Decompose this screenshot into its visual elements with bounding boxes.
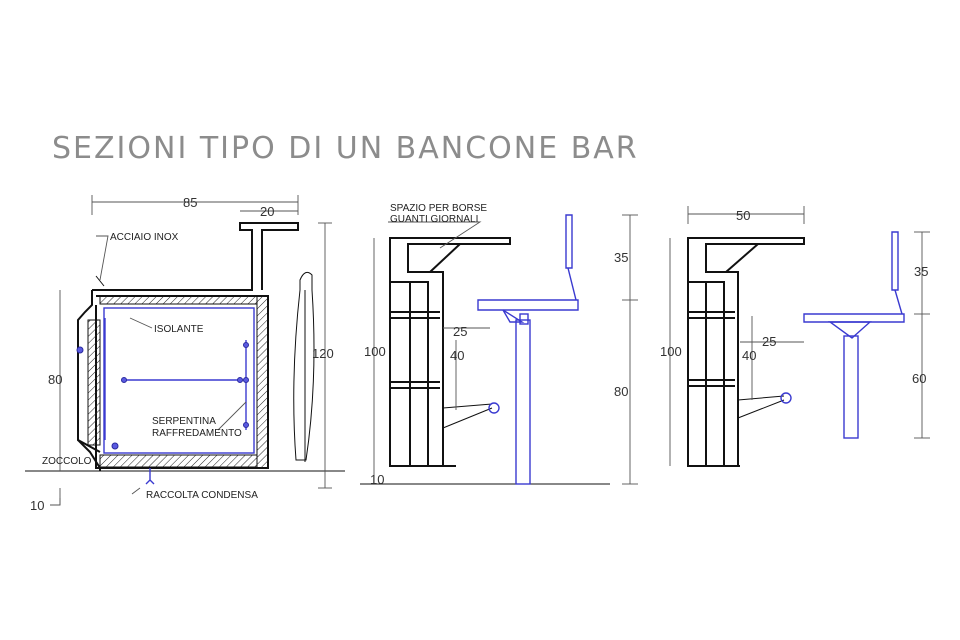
label-raccolta-condensa: RACCOLTA CONDENSA <box>146 490 258 501</box>
label-spazio-borse: SPAZIO PER BORSE <box>390 203 487 214</box>
dim-height-100: 100 <box>660 344 682 359</box>
dim-inner-80: 80 <box>48 372 62 387</box>
dim-base-10: 10 <box>30 498 44 513</box>
dim-top-35: 35 <box>614 250 628 265</box>
dim-base-10: 10 <box>370 472 384 487</box>
dim-width-85: 85 <box>183 195 197 210</box>
dim-height-100: 100 <box>364 344 386 359</box>
drawing-title: SEZIONI TIPO DI UN BANCONE BAR <box>52 131 639 166</box>
dim-footrest-gap-25: 25 <box>453 324 467 339</box>
label-zoccolo: ZOCCOLO <box>42 456 92 467</box>
dim-shelf-20: 20 <box>260 204 274 219</box>
dim-height-120: 120 <box>312 346 334 361</box>
dim-stool-60: 60 <box>912 371 926 386</box>
section-1-refrigerated-counter: 85 20 120 80 10 ACCIAIO INOX ISOLANTE SE… <box>25 195 345 513</box>
label-raffredamento: RAFFREDAMENTO <box>152 428 242 439</box>
section-2-bar-counter: 100 10 25 40 35 80 SPAZIO PER BORSE GUAN… <box>360 203 638 487</box>
label-guanti-giornali: GUANTI GIORNALI <box>390 214 478 225</box>
dim-footrest-height-40: 40 <box>450 348 464 363</box>
dim-stool-80: 80 <box>614 384 628 399</box>
label-isolante: ISOLANTE <box>154 324 204 335</box>
label-serpentina: SERPENTINA <box>152 416 216 427</box>
label-acciaio-inox: ACCIAIO INOX <box>110 232 179 243</box>
dim-footrest-height-40: 40 <box>742 348 756 363</box>
dim-gap-25: 25 <box>762 334 776 349</box>
dim-width-50: 50 <box>736 208 750 223</box>
section-3-low-counter: 50 100 35 25 40 60 <box>660 206 930 467</box>
dim-top-35: 35 <box>914 264 928 279</box>
